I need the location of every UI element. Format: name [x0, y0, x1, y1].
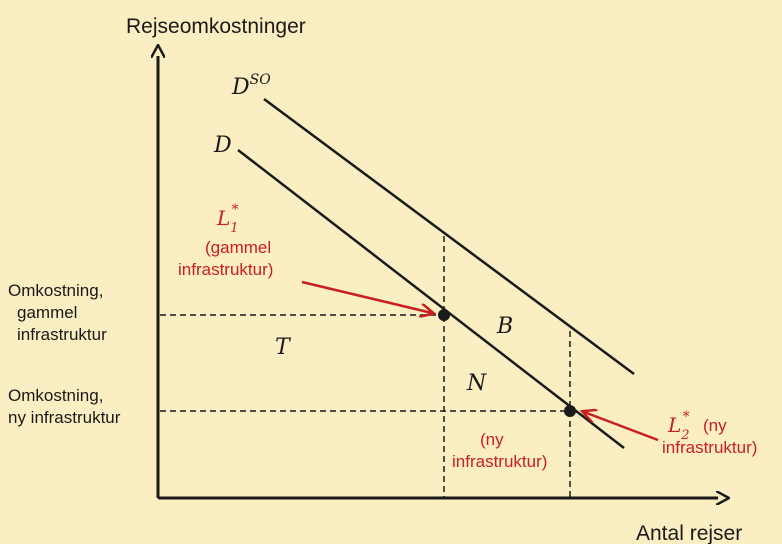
y-tick-old-line3: infrastruktur	[17, 325, 107, 344]
y-tick-old-line2: gammel	[17, 303, 77, 322]
x-axis-title: Antal rejser	[636, 522, 742, 544]
l1-text-line1: (gammel	[205, 238, 271, 257]
l2-point	[564, 405, 576, 417]
region-n: N	[466, 371, 487, 396]
l1-text: (gammel infrastruktur)	[178, 238, 276, 279]
l1-arrow	[301, 280, 432, 313]
dso-label-base: D	[231, 75, 250, 100]
region-t: T	[275, 335, 292, 360]
y-tick-old-cost: Omkostning, gammel infrastruktur	[8, 281, 108, 344]
l1-label-sub: 1	[230, 221, 238, 236]
y-tick-old-line1: Omkostning,	[8, 281, 103, 300]
y-tick-new-line2: ny infrastruktur	[8, 408, 121, 427]
dso-label: DSO	[231, 72, 271, 100]
area-text: (ny infrastruktur)	[452, 430, 547, 471]
l1-label-sup: *	[232, 202, 239, 218]
l2-text-inline: (ny	[703, 416, 727, 435]
area-text-line2: infrastruktur)	[452, 452, 547, 471]
d-label: D	[213, 133, 232, 158]
y-tick-new-line1: Omkostning,	[8, 386, 103, 405]
area-text-line1: (ny	[480, 430, 504, 449]
l2-label-base: L	[667, 413, 681, 437]
region-b: B	[496, 314, 513, 339]
l1-point	[438, 309, 450, 321]
l1-label: L1 *	[216, 202, 239, 236]
l2-label-sup: *	[683, 409, 690, 425]
dso-curve	[263, 97, 635, 376]
y-tick-new-cost: Omkostning, ny infrastruktur	[8, 386, 121, 427]
l2-label-sub: 2	[680, 428, 689, 443]
l2-arrow	[584, 412, 659, 442]
l2-text: infrastruktur)	[662, 438, 757, 457]
l1-text-line2: infrastruktur)	[178, 260, 273, 279]
l1-label-base: L	[216, 206, 230, 230]
dso-label-sup: SO	[250, 72, 272, 88]
d-curve	[237, 149, 625, 449]
l2-label: L2 *	[667, 409, 690, 443]
y-axis-title: Rejseomkostninger	[126, 15, 306, 38]
